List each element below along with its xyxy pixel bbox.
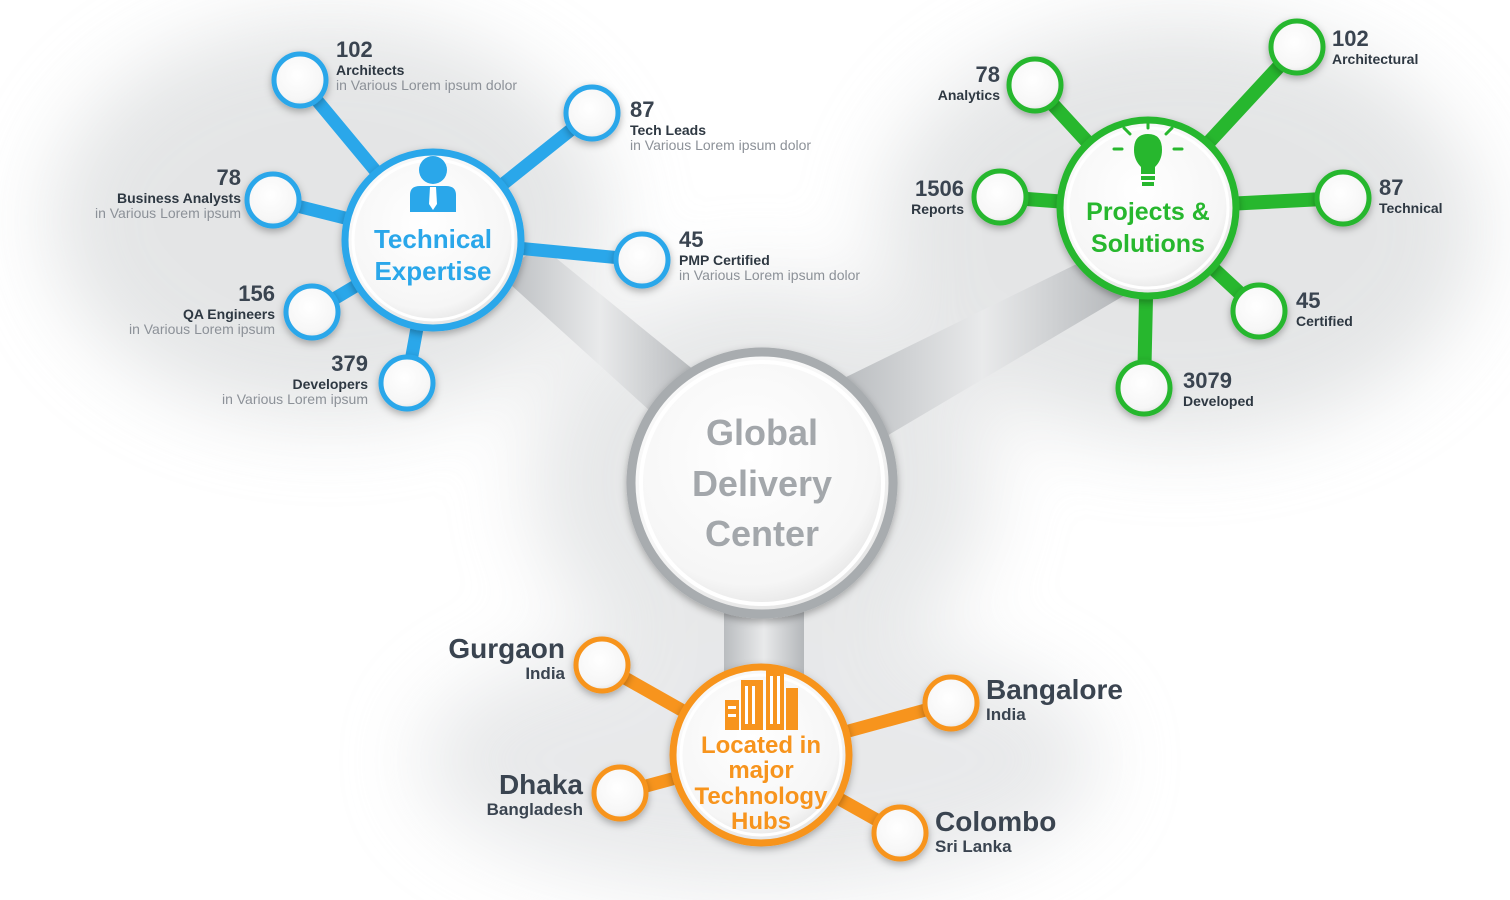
center-title-line-1: Global (706, 412, 818, 453)
hubs-title: Located in major Technology Hubs (681, 732, 841, 836)
projects-label-certified: 45 Certified (1296, 288, 1353, 329)
item-sub: in Various Lorem ipsum (94, 205, 241, 222)
buildings-icon (725, 670, 798, 730)
country-name: India (986, 705, 1026, 725)
item-sub: in Various Lorem ipsum dolor (336, 77, 518, 94)
technical-node-business-analysts (244, 171, 302, 229)
item-value: 78 (216, 165, 241, 190)
item-value: 1506 (915, 176, 964, 201)
city-name: Colombo (935, 806, 1057, 837)
technical-label-business-analysts: 78 Business Analysts in Various Lorem ip… (94, 165, 241, 222)
projects-node-certified (1230, 282, 1288, 340)
projects-label-developed: 3079 Developed (1183, 368, 1254, 409)
item-value: 156 (238, 281, 275, 306)
technical-satellites (244, 51, 671, 412)
projects-title-line-1: Projects & (1086, 198, 1210, 226)
item-value: 87 (1379, 175, 1404, 200)
projects-label-reports: 1506 Reports (911, 176, 964, 217)
hubs-node-colombo (871, 804, 929, 862)
projects-node-analytics (1006, 56, 1064, 114)
hubs-hub-node (669, 663, 853, 847)
center-title-line-2: Delivery (692, 463, 832, 504)
hubs-node-gurgaon (573, 636, 631, 694)
technical-label-tech-leads: 87 Tech Leads in Various Lorem ipsum dol… (630, 97, 812, 154)
person-icon (410, 156, 456, 212)
projects-hub-node: Projects & Solutions (1056, 116, 1240, 300)
item-value: 379 (331, 351, 368, 376)
item-sub: in Various Lorem ipsum (221, 391, 368, 408)
technical-node-architects (271, 51, 329, 109)
hubs-node-bangalore (922, 674, 980, 732)
projects-node-technical (1314, 169, 1372, 227)
hubs-satellites (573, 636, 980, 862)
center-title-line-3: Center (705, 513, 819, 554)
item-label: Architects (336, 61, 405, 78)
technical-label-developers: 379 Developers in Various Lorem ipsum (221, 351, 368, 408)
item-label: Tech Leads (630, 121, 706, 138)
item-sub: in Various Lorem ipsum dolor (679, 267, 861, 284)
item-label: Reports (911, 200, 964, 217)
country-name: Bangladesh (486, 800, 583, 820)
technical-hub-node: Technical Expertise (341, 148, 525, 332)
item-label: Certified (1296, 312, 1353, 329)
item-label: Analytics (937, 86, 1000, 103)
item-label: PMP Certified (679, 251, 770, 268)
technical-title-line-1: Technical (374, 224, 492, 254)
center-node: Global Delivery Center (626, 347, 898, 619)
item-label: Business Analysts (117, 189, 241, 206)
arm-to-projects (840, 255, 1125, 440)
item-value: 102 (1332, 26, 1369, 51)
technical-label-qa: 156 QA Engineers in Various Lorem ipsum (128, 281, 275, 338)
projects-satellites (971, 18, 1372, 417)
hubs-title-line-1: Located in (700, 732, 821, 759)
projects-node-reports (971, 168, 1029, 226)
item-value: 102 (336, 37, 373, 62)
item-label: Technical (1379, 199, 1443, 216)
lightbulb-icon (1112, 118, 1184, 186)
item-value: 3079 (1183, 368, 1232, 393)
city-name: Gurgaon (448, 633, 565, 664)
technical-node-qa (283, 283, 341, 341)
item-label: Developed (1183, 392, 1254, 409)
hubs-label-dhaka: Dhaka Bangladesh (487, 769, 583, 819)
projects-label-analytics: 78 Analytics (937, 62, 1000, 103)
item-label: QA Engineers (182, 305, 275, 322)
hubs-node-dhaka (591, 764, 649, 822)
technical-label-pmp: 45 PMP Certified in Various Lorem ipsum … (679, 227, 861, 284)
item-sub: in Various Lorem ipsum (128, 321, 275, 338)
item-value: 87 (630, 97, 655, 122)
city-name: Dhaka (498, 769, 583, 800)
hubs-label-colombo: Colombo Sri Lanka (935, 806, 1056, 856)
arm-to-technical (500, 245, 700, 420)
country-name: Sri Lanka (935, 837, 1012, 857)
technical-node-tech-leads (563, 84, 621, 142)
projects-label-architectural: 102 Architectural (1332, 26, 1419, 67)
technical-node-developers (378, 354, 436, 412)
hubs-title-line-2: major (728, 757, 794, 785)
projects-title-line-2: Solutions (1091, 230, 1205, 258)
projects-node-architectural (1268, 18, 1326, 76)
item-label: Architectural (1332, 50, 1419, 67)
hubs-label-gurgaon: Gurgaon India (448, 633, 565, 683)
country-name: India (525, 664, 565, 684)
city-name: Bangalore (986, 674, 1123, 705)
item-value: 45 (679, 227, 704, 252)
hubs-label-bangalore: Bangalore India (986, 674, 1123, 724)
item-label: Developers (292, 375, 368, 392)
item-value: 45 (1296, 288, 1321, 313)
item-sub: in Various Lorem ipsum dolor (630, 137, 812, 154)
technical-title-line-2: Expertise (374, 256, 491, 286)
technical-node-pmp (613, 231, 671, 289)
projects-label-technical: 87 Technical (1379, 175, 1443, 216)
technical-label-architects: 102 Architects in Various Lorem ipsum do… (336, 37, 518, 94)
hubs-title-line-4: Hubs (731, 807, 791, 835)
projects-node-developed (1115, 359, 1173, 417)
hubs-title-line-3: Technology (694, 782, 828, 810)
item-value: 78 (975, 62, 1000, 87)
